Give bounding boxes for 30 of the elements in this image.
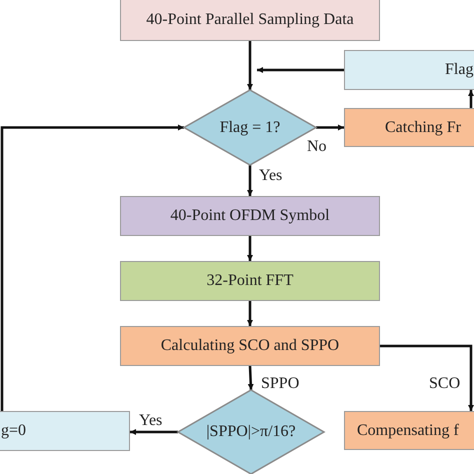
- arrow: [468, 90, 474, 108]
- node-label: Flag: [445, 61, 474, 79]
- node-label: g=0: [1, 422, 26, 440]
- decision-diamond: [178, 390, 324, 474]
- arrow: [380, 344, 474, 411]
- node-label: 40-Point OFDM Symbol: [170, 207, 330, 225]
- process-box: [0, 411, 130, 451]
- node-label: |SPPO|>π/16?: [206, 423, 296, 441]
- arrow: [248, 366, 254, 390]
- arrow: [0, 124, 184, 411]
- process-box: [120, 326, 380, 366]
- arrow: [130, 429, 178, 435]
- arrow: [316, 124, 344, 130]
- process-box: [344, 108, 474, 147]
- node-label: Compensating f: [357, 422, 459, 440]
- arrow: [247, 41, 253, 90]
- process-box: [344, 411, 474, 450]
- arrow: [257, 67, 344, 73]
- process-box: [344, 50, 474, 90]
- process-box: [120, 261, 380, 301]
- process-box: [120, 0, 380, 41]
- arrow: [247, 301, 253, 326]
- node-label: Flag = 1?: [220, 118, 280, 136]
- process-box: [120, 196, 380, 236]
- node-label: Calculating SCO and SPPO: [160, 337, 340, 355]
- node-label: Catching Fr: [385, 118, 461, 136]
- arrow: [247, 236, 253, 261]
- node-label: 40-Point Parallel Sampling Data: [146, 10, 354, 28]
- node-label: 32-Point FFT: [206, 272, 294, 290]
- arrow: [247, 165, 253, 196]
